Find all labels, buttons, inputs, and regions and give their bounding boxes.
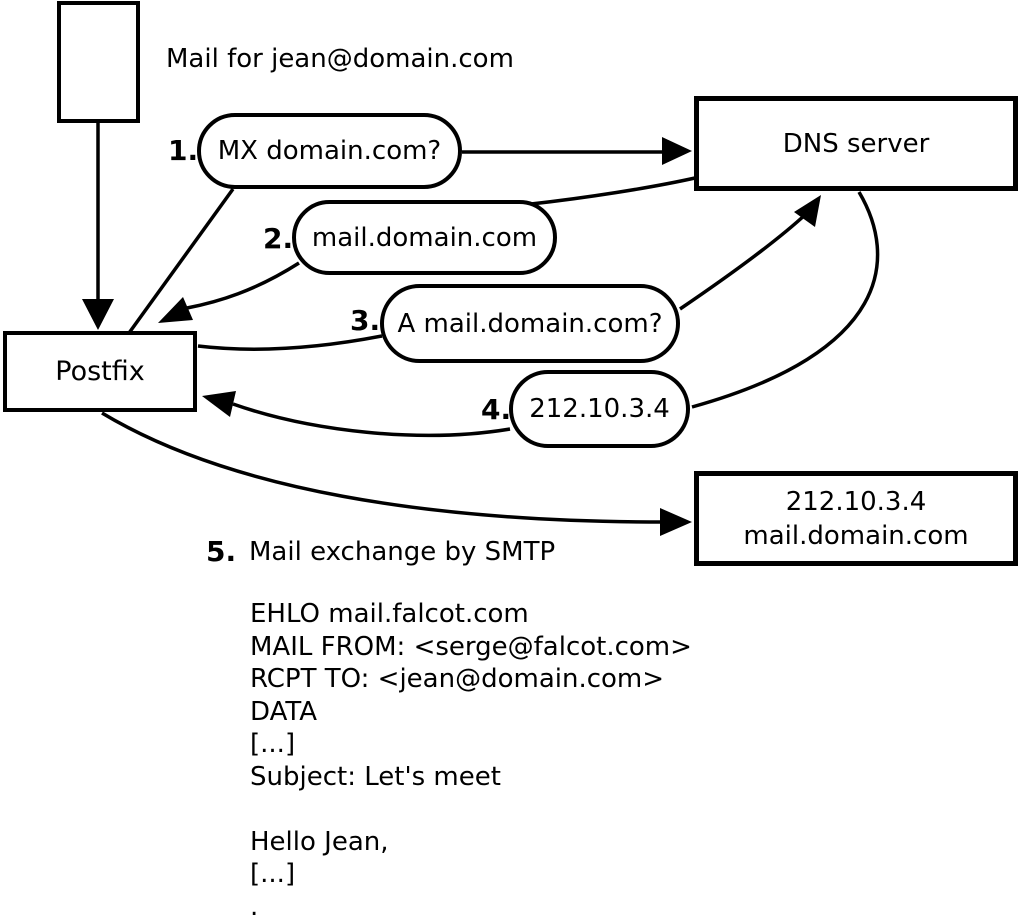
line-postfix-to-mailserver bbox=[101, 411, 665, 524]
step3-query-pill: A mail.domain.com? bbox=[380, 284, 680, 363]
step4-number: 4. bbox=[481, 393, 512, 426]
dns-server-label: DNS server bbox=[782, 128, 930, 159]
line-step3-to-dns bbox=[679, 212, 808, 311]
dns-server-node: DNS server bbox=[694, 96, 1018, 191]
step2-response-label: mail.domain.com bbox=[311, 222, 538, 253]
step4-response-pill: 212.10.3.4 bbox=[509, 370, 690, 448]
line-postfix-to-step1 bbox=[127, 187, 235, 335]
mail-note: Mail for jean@domain.com bbox=[166, 44, 514, 74]
step1-number: 1. bbox=[168, 134, 199, 167]
step5-number: 5. bbox=[206, 535, 237, 568]
mail-server-node: 212.10.3.4 mail.domain.com bbox=[694, 471, 1018, 566]
arrowhead-step2-to-postfix bbox=[158, 297, 193, 323]
arrowhead-envelope-to-postfix bbox=[82, 299, 114, 330]
smtp-session-text: EHLO mail.falcot.com MAIL FROM: <serge@f… bbox=[250, 599, 692, 919]
line-step4-to-postfix bbox=[232, 402, 511, 438]
line-dns-to-step4 bbox=[691, 191, 880, 409]
line-step2-to-postfix bbox=[186, 261, 300, 310]
postfix-label: Postfix bbox=[55, 355, 145, 387]
arrowhead-step4-to-postfix bbox=[202, 391, 236, 417]
arrowhead-step3-to-dns bbox=[794, 195, 821, 227]
step1-query-pill: MX domain.com? bbox=[197, 113, 462, 189]
step3-query-label: A mail.domain.com? bbox=[397, 308, 663, 339]
step5-label: Mail exchange by SMTP bbox=[249, 537, 556, 567]
mail-server-ip: 212.10.3.4 bbox=[785, 486, 927, 517]
step1-query-label: MX domain.com? bbox=[217, 136, 442, 166]
step2-response-pill: mail.domain.com bbox=[292, 200, 557, 275]
mail-server-labels: 212.10.3.4 mail.domain.com bbox=[743, 485, 968, 553]
arrowhead-step1-to-dns bbox=[662, 137, 692, 165]
step3-number: 3. bbox=[350, 304, 381, 337]
envelope-node bbox=[57, 1, 140, 123]
step4-response-label: 212.10.3.4 bbox=[529, 394, 670, 424]
mail-server-hostname: mail.domain.com bbox=[743, 520, 969, 551]
line-postfix-to-step3 bbox=[197, 334, 383, 352]
arrowhead-postfix-to-mailserver bbox=[660, 508, 692, 536]
line-dns-to-step2 bbox=[530, 176, 696, 206]
postfix-node: Postfix bbox=[3, 331, 197, 412]
step2-number: 2. bbox=[263, 222, 294, 255]
